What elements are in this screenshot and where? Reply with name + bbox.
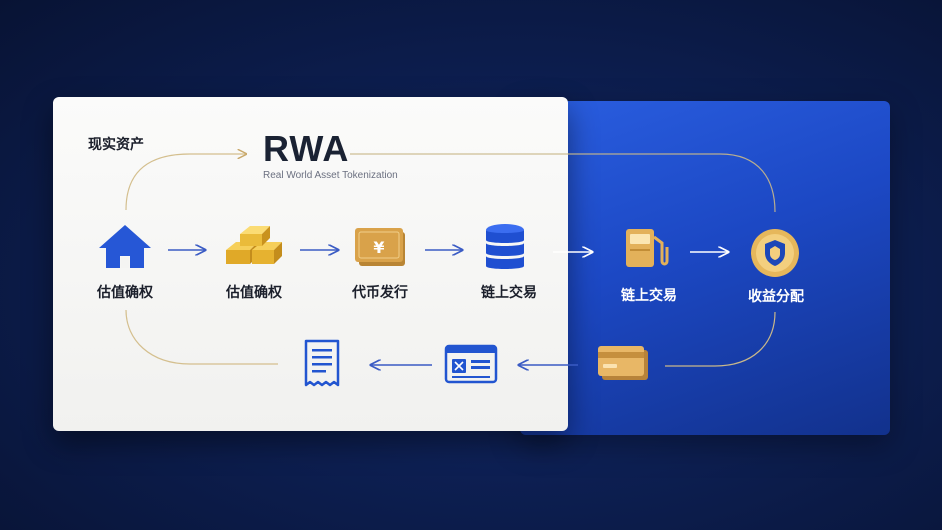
- house-icon: [99, 225, 151, 268]
- fuel-pump-icon: [626, 229, 669, 267]
- corner-label: 现实资产: [88, 137, 144, 153]
- yuan-note-icon: ¥: [355, 228, 405, 266]
- card-icon: [598, 346, 648, 380]
- shield-coin-icon: [751, 229, 799, 277]
- gold-bars-icon: [226, 226, 282, 264]
- step-1-label: 估值确权: [97, 285, 153, 301]
- database-icon: [486, 224, 524, 269]
- bottom-right-arc: [665, 311, 776, 367]
- blue-panel: [520, 101, 890, 435]
- receipt-icon: [304, 339, 340, 387]
- top-left-arc: [125, 154, 246, 211]
- top-right-arc: [350, 153, 776, 213]
- step-2-label: 估值确权: [226, 285, 282, 301]
- step-3-label: 代币发行: [352, 285, 408, 301]
- diagram-title: RWA: [263, 128, 350, 169]
- step-5-label: 链上交易: [621, 288, 677, 304]
- diagram-subtitle: Real World Asset Tokenization: [263, 170, 398, 181]
- bottom-left-arc: [125, 309, 278, 365]
- svg-text:¥: ¥: [373, 238, 384, 257]
- step-6-label: 收益分配: [748, 289, 804, 305]
- step-4-label: 链上交易: [481, 285, 537, 301]
- id-card-icon: [444, 344, 498, 384]
